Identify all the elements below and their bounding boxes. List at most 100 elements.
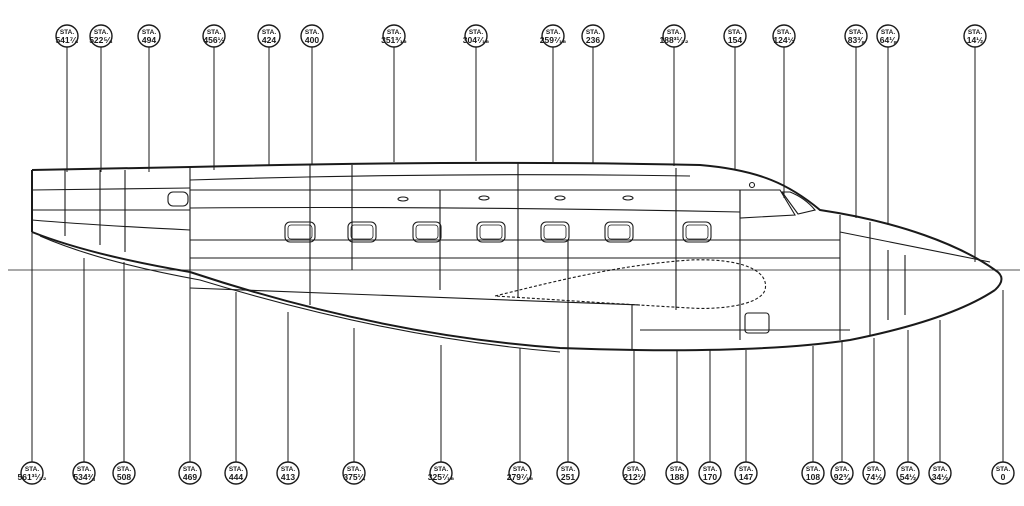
bottom-station-508: STA.508 bbox=[112, 461, 136, 485]
station-value: 108 bbox=[806, 472, 820, 482]
station-value: 74½ bbox=[866, 472, 883, 482]
station-label: STA. bbox=[387, 29, 402, 36]
station-label: STA. bbox=[142, 29, 157, 36]
station-circle bbox=[429, 461, 453, 485]
cabin-window bbox=[284, 221, 316, 243]
cabin-window bbox=[540, 221, 570, 243]
station-circle bbox=[876, 24, 900, 48]
bottom-station-188: STA.188 bbox=[665, 461, 689, 485]
station-label: STA. bbox=[703, 466, 718, 473]
station-value: 541⁷⁄₈ bbox=[55, 35, 78, 45]
station-value: 400 bbox=[305, 35, 319, 45]
bottom-station-74-1-2: STA.74½ bbox=[862, 461, 886, 485]
station-leader-lines bbox=[31, 47, 1004, 462]
station-circle bbox=[772, 24, 796, 48]
station-label: STA. bbox=[229, 466, 244, 473]
station-value: 212¼ bbox=[623, 472, 645, 482]
station-circle bbox=[464, 24, 488, 48]
station-value: 14½ bbox=[967, 35, 984, 45]
cabin-window bbox=[682, 221, 712, 243]
station-value: 0 bbox=[1001, 472, 1006, 482]
station-label: STA. bbox=[347, 466, 362, 473]
bottom-station-170: STA.170 bbox=[698, 461, 722, 485]
station-value: 64⅛ bbox=[880, 35, 897, 45]
station-circle bbox=[20, 461, 44, 485]
station-circle bbox=[862, 461, 886, 485]
bottom-station-0: STA.0 bbox=[991, 461, 1015, 485]
station-circle bbox=[830, 461, 854, 485]
small-vents bbox=[397, 195, 634, 202]
station-label: STA. bbox=[670, 466, 685, 473]
station-value: 508 bbox=[117, 472, 131, 482]
station-circle bbox=[342, 461, 366, 485]
station-value: 147 bbox=[739, 472, 753, 482]
station-value: 236 bbox=[586, 35, 600, 45]
station-value: 251 bbox=[561, 472, 575, 482]
station-circle bbox=[55, 24, 79, 48]
station-circle bbox=[508, 461, 532, 485]
station-label: STA. bbox=[183, 466, 198, 473]
bottom-station-markers: STA.561³¹⁄₃₂STA.534⅜STA.508STA.469STA.44… bbox=[18, 461, 1015, 485]
bottom-station-413: STA.413 bbox=[276, 461, 300, 485]
station-value: 188³¹⁄₃₂ bbox=[660, 35, 689, 45]
station-label: STA. bbox=[627, 466, 642, 473]
cabin-window-pane bbox=[287, 224, 313, 240]
bottom-station-108: STA.108 bbox=[801, 461, 825, 485]
top-station-188-31-32: STA.188³¹⁄₃₂ bbox=[660, 24, 689, 48]
cabin-window bbox=[412, 221, 442, 243]
station-value: 304⁷⁄₁₆ bbox=[463, 35, 490, 45]
station-label: STA. bbox=[739, 466, 754, 473]
top-station-400: STA.400 bbox=[300, 24, 324, 48]
station-circle bbox=[541, 24, 565, 48]
fuselage-panel-lines bbox=[31, 163, 991, 350]
top-station-236: STA.236 bbox=[581, 24, 605, 48]
station-circle bbox=[178, 461, 202, 485]
cabin-window bbox=[604, 221, 634, 243]
bottom-station-561-31-32: STA.561³¹⁄₃₂ bbox=[18, 461, 47, 485]
wing-root-outline bbox=[494, 259, 767, 309]
station-label: STA. bbox=[667, 29, 682, 36]
station-label: STA. bbox=[561, 466, 576, 473]
station-value: 469 bbox=[183, 472, 197, 482]
station-circle bbox=[963, 24, 987, 48]
station-label: STA. bbox=[881, 29, 896, 36]
station-label: STA. bbox=[117, 466, 132, 473]
top-station-83-3-8: STA.83⅜ bbox=[844, 24, 868, 48]
top-station-304-7-16: STA.304⁷⁄₁₆ bbox=[463, 24, 490, 48]
top-station-456-1-2: STA.456½ bbox=[202, 24, 226, 48]
station-value: 279⁷⁄₁₆ bbox=[507, 472, 534, 482]
station-value: 413 bbox=[281, 472, 295, 482]
top-station-522-5-8: STA.522⁵⁄₈ bbox=[89, 24, 113, 48]
cabin-window-pane bbox=[479, 224, 503, 240]
top-station-14-1-2: STA.14½ bbox=[963, 24, 987, 48]
station-circle bbox=[581, 24, 605, 48]
station-value: 456½ bbox=[203, 35, 224, 45]
cabin-window-pane bbox=[415, 224, 439, 240]
station-label: STA. bbox=[434, 466, 449, 473]
station-label: STA. bbox=[546, 29, 561, 36]
station-value: 534⅜ bbox=[73, 472, 95, 482]
bottom-station-444: STA.444 bbox=[224, 461, 248, 485]
station-value: 124½ bbox=[773, 35, 794, 45]
station-label: STA. bbox=[849, 29, 864, 36]
station-label: STA. bbox=[60, 29, 75, 36]
station-value: 259⁷⁄₁₆ bbox=[540, 35, 567, 45]
station-value: 561³¹⁄₃₂ bbox=[18, 472, 47, 482]
station-circle bbox=[300, 24, 324, 48]
cabin-window bbox=[347, 221, 377, 243]
station-label: STA. bbox=[586, 29, 601, 36]
top-station-markers: STA.541⁷⁄₈STA.522⁵⁄₈STA.494STA.456½STA.4… bbox=[55, 24, 987, 48]
bottom-station-279-7-16: STA.279⁷⁄₁₆ bbox=[507, 461, 534, 485]
station-value: 375¼ bbox=[343, 472, 365, 482]
station-label: STA. bbox=[777, 29, 792, 36]
cabin-window-pane bbox=[685, 224, 709, 240]
station-circle bbox=[665, 461, 689, 485]
station-circle bbox=[257, 24, 281, 48]
station-value: 188 bbox=[670, 472, 684, 482]
station-label: STA. bbox=[25, 466, 40, 473]
station-circle bbox=[72, 461, 96, 485]
station-circle bbox=[698, 461, 722, 485]
cabin-window bbox=[476, 221, 506, 243]
station-label: STA. bbox=[77, 466, 92, 473]
